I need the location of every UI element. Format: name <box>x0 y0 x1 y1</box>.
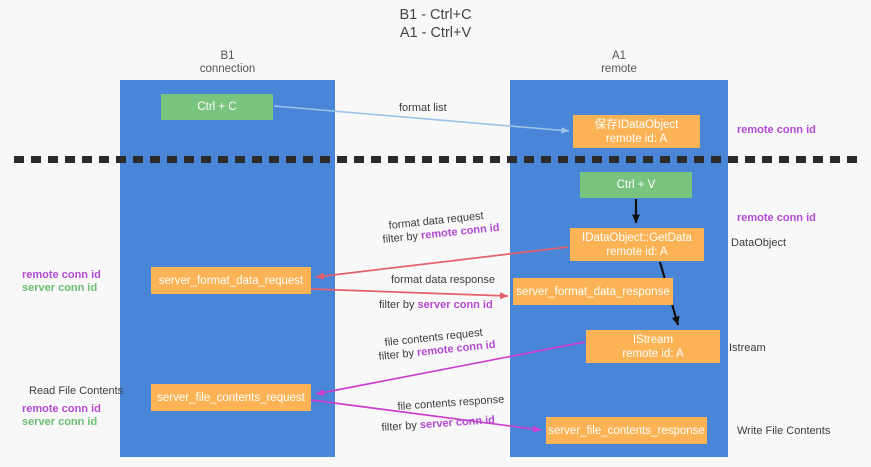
node-idataobject-getdata[interactable]: IDataObject::GetData remote id: A <box>570 228 704 261</box>
annotation-right-istream: Istream <box>729 342 766 354</box>
annotation-right-dataobject: DataObject <box>731 237 787 249</box>
node-save-idataobject-line2: remote id: A <box>605 132 668 145</box>
phase-divider <box>14 156 861 163</box>
node-getdata-line1: IDataObject::GetData <box>582 231 692 244</box>
node-format-data-response-label: server_format_data_response <box>516 285 670 298</box>
edge-format-list <box>273 105 570 134</box>
node-istream-line2: remote id: A <box>622 347 684 360</box>
column-caption-b1: B1 connection <box>120 50 335 76</box>
edge-label-fmt-resp-prefix: filter by <box>379 299 418 311</box>
node-server-file-contents-response[interactable]: server_file_contents_response <box>546 417 707 444</box>
node-save-idataobject[interactable]: 保存IDataObject remote id: A <box>573 115 700 148</box>
annotation-right-remote-conn-id-2: remote conn id <box>737 212 816 224</box>
node-getdata-line2: remote id: A <box>606 245 668 258</box>
edge-label-format-data-response-line2: filter by server conn id <box>379 298 493 312</box>
column-b1-name: B1 <box>220 50 235 62</box>
title-line-2: A1 - Ctrl+V <box>399 25 472 41</box>
node-server-file-contents-request[interactable]: server_file_contents_request <box>151 384 311 411</box>
node-save-idataobject-line1: 保存IDataObject <box>594 118 679 131</box>
edge-file-contents-request <box>315 341 586 397</box>
node-istream[interactable]: IStream remote id: A <box>586 330 720 363</box>
annotation-right-remote-conn-id-1: remote conn id <box>737 124 816 136</box>
annotation-right-write-file-contents: Write File Contents <box>737 425 831 437</box>
edge-label-format-data-response-line1: format data response <box>391 274 495 286</box>
edge-label-fmt-resp-key: server conn id <box>417 299 493 311</box>
node-file-contents-response-label: server_file_contents_response <box>548 424 705 437</box>
node-file-contents-request-label: server_file_contents_request <box>157 391 305 404</box>
column-a1-name: A1 <box>611 50 627 62</box>
edge-format-data-request <box>315 246 569 280</box>
annotation-left-format-remote-conn-id: remote conn id <box>22 269 101 281</box>
page-title: B1 - Ctrl+C A1 - Ctrl+V <box>0 6 871 42</box>
node-server-format-data-request[interactable]: server_format_data_request <box>151 267 311 294</box>
node-istream-line1: IStream <box>632 333 674 346</box>
node-format-data-request-label: server_format_data_request <box>158 274 304 287</box>
annotation-left-file-remote-conn-id: remote conn id <box>22 403 101 415</box>
edge-label-file-req-prefix: filter by <box>378 346 418 363</box>
edge-label-file-resp-prefix: filter by <box>381 419 421 434</box>
column-b1-role: connection <box>199 63 256 75</box>
edge-format-data-response <box>310 288 509 300</box>
edge-file-contents-response <box>310 399 542 433</box>
annotation-left-file-server-conn-id: server conn id <box>22 416 98 428</box>
annotation-left-read-file-contents: Read File Contents <box>29 385 124 397</box>
node-ctrl-c-label: Ctrl + C <box>197 101 237 113</box>
edge-label-fmt-req-prefix: filter by <box>382 229 422 246</box>
annotation-left-format-server-conn-id: server conn id <box>22 282 98 294</box>
column-a1-role: remote <box>601 63 637 75</box>
column-caption-a1: A1 remote <box>510 50 728 76</box>
node-server-format-data-response[interactable]: server_format_data_response <box>513 278 673 305</box>
node-ctrl-v-label: Ctrl + V <box>616 179 656 191</box>
node-ctrl-v[interactable]: Ctrl + V <box>580 172 692 198</box>
node-ctrl-c[interactable]: Ctrl + C <box>161 94 273 120</box>
edge-label-format-list: format list <box>399 102 447 114</box>
title-line-1: B1 - Ctrl+C <box>399 7 472 23</box>
